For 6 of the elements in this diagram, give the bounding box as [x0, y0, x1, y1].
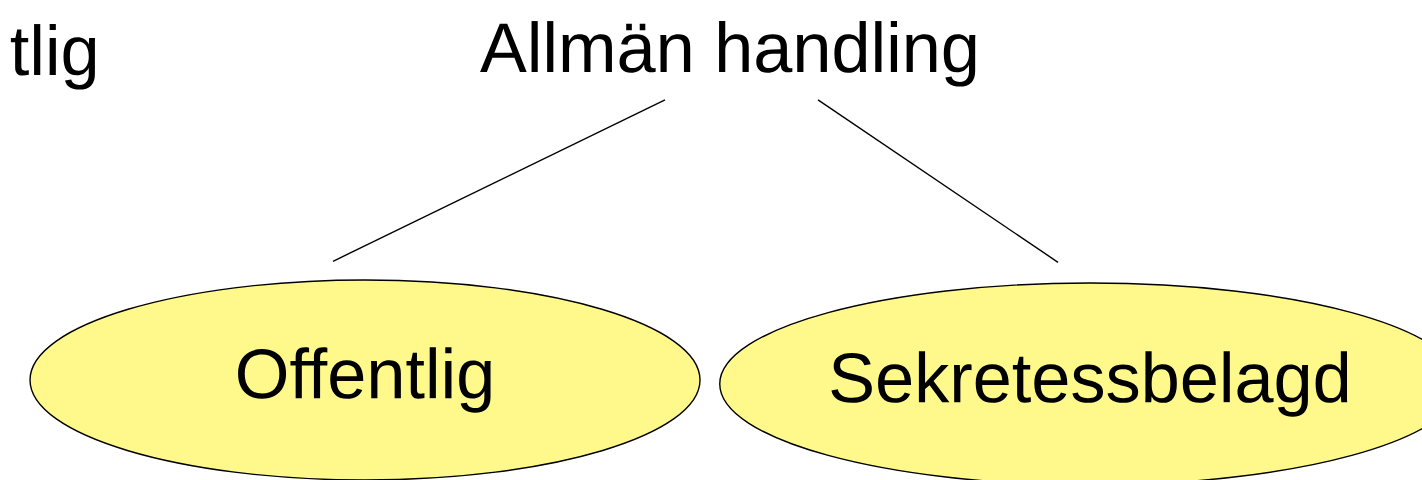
heading-text: Allmän handling: [480, 21, 976, 87]
ellipse-node: Offentlig: [29, 279, 701, 480]
cut-off-text: tlig: [10, 24, 96, 90]
connector-line: [817, 99, 1059, 263]
connector-line: [332, 99, 666, 262]
ellipse-node: Sekretessbelagd: [719, 282, 1422, 480]
